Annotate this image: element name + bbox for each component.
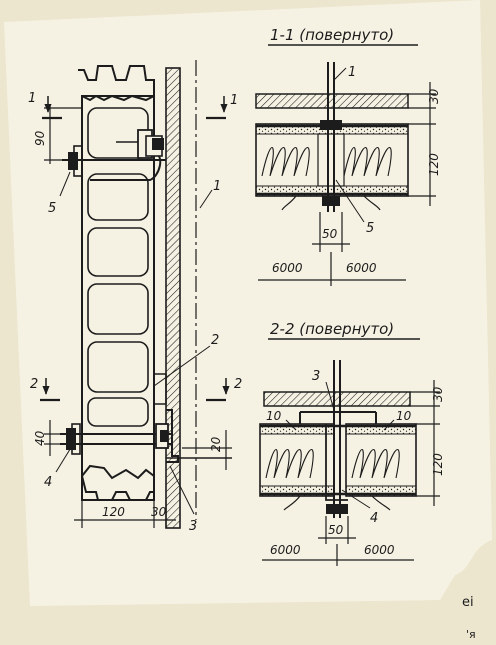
elevation-view: 1 1 2 2 90 40 20 120 30 1 2 3 [28, 60, 242, 534]
block-cell [87, 283, 149, 335]
top-profile [78, 65, 155, 96]
cut-2-right: 2 [234, 377, 242, 392]
label-5: 5 [48, 201, 56, 216]
bracket-2 [153, 373, 167, 405]
cut-2-left: 2 [30, 377, 38, 392]
s2-label-3: 3 [312, 369, 320, 384]
top-plate-2 [263, 391, 411, 407]
bottom-profile [81, 464, 155, 480]
dim-20: 20 [209, 436, 223, 452]
section-2-title: 2-2 (повернуто) [270, 320, 394, 338]
s1-label-5: 5 [366, 221, 374, 236]
label-4: 4 [44, 475, 52, 490]
s1-label-1: 1 [348, 65, 356, 80]
top-plate [255, 93, 409, 109]
block-column [81, 95, 155, 501]
s2-dim-30: 30 [431, 386, 445, 402]
dim-120: 120 [102, 505, 125, 519]
label-2: 2 [211, 333, 219, 348]
s2-label-4: 4 [370, 511, 378, 526]
fastener-4 [60, 423, 172, 455]
s1-dim-right: 6000 [346, 261, 377, 275]
paper-sheet [4, 0, 492, 606]
s2-dim-right: 6000 [364, 543, 395, 557]
edge-text-2: 'я [466, 628, 476, 641]
block-cell [87, 341, 149, 393]
s2-dim-10-right: 10 [396, 409, 412, 423]
dim-90: 90 [33, 130, 47, 146]
s1-dim-30: 30 [427, 88, 441, 104]
block-cell [87, 397, 149, 427]
s1-dim-50: 50 [322, 227, 338, 241]
dim-30: 30 [151, 505, 167, 519]
label-3: 3 [189, 519, 197, 534]
wall-strip [165, 67, 181, 529]
s1-dim-left: 6000 [272, 261, 303, 275]
cut-1-right: 1 [230, 93, 238, 108]
block-cell [87, 173, 149, 221]
label-1: 1 [213, 179, 221, 194]
insulation-coils [261, 146, 392, 177]
edge-text-1: ei [462, 595, 474, 610]
section-2-2: 2-2 (повернуто) 10 10 30 120 [259, 320, 445, 566]
block-cell [87, 227, 149, 277]
s2-dim-left: 6000 [270, 543, 301, 557]
section-1-1: 1-1 (повернуто) 30 120 50 [255, 26, 441, 286]
dim-40: 40 [33, 430, 47, 446]
angle-bracket-3 [166, 409, 179, 463]
fastener-5 [62, 129, 166, 181]
s2-dim-50: 50 [328, 523, 344, 537]
s1-dim-120: 120 [427, 153, 441, 176]
insulation-coils-2 [265, 448, 400, 479]
cut-1-left: 1 [28, 91, 36, 106]
s2-dim-120: 120 [431, 453, 445, 476]
section-1-title: 1-1 (повернуто) [270, 26, 394, 44]
s2-dim-10-left: 10 [266, 409, 282, 423]
